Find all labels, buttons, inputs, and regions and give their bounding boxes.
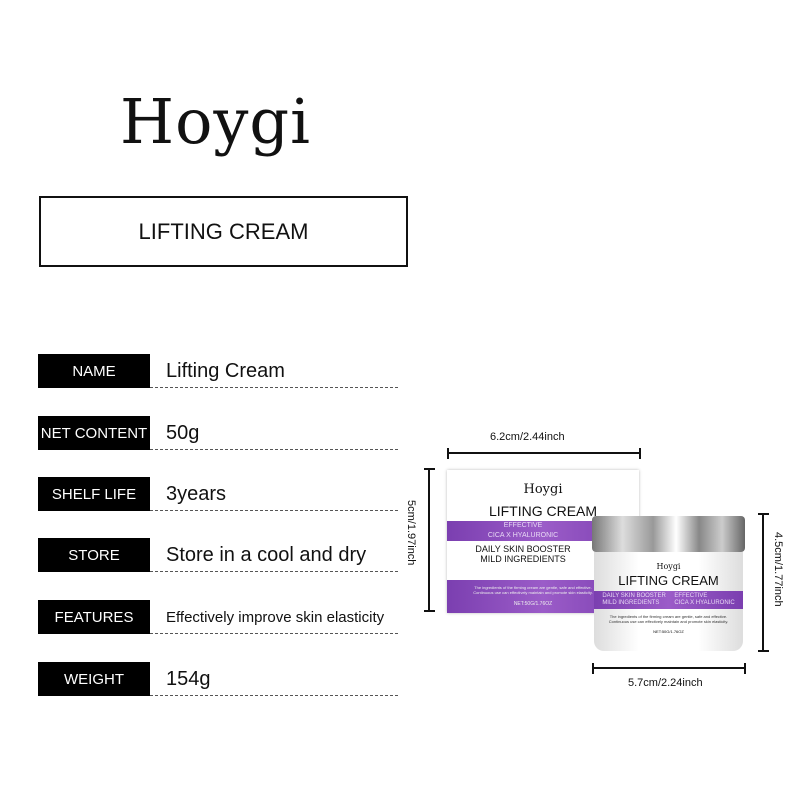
spec-value: Lifting Cream [166,359,285,382]
divider [150,387,398,388]
divider [150,449,398,450]
jar-height-label: 4.5cm/1.77inch [772,532,784,607]
box-mild: MILD INGREDIENTS [480,554,566,564]
box-booster: DAILY SKIN BOOSTER [475,544,571,554]
spec-row-shelf-life: SHELF LIFE 3years [38,477,398,513]
jar-mild: MILD INGREDIENTS [602,600,660,606]
box-effective: EFFECTIVE [503,522,543,529]
divider [150,510,398,511]
jar-width-line [592,663,746,674]
box-net: NET:50G/1.76OZ [513,601,553,607]
box-height-line [424,468,435,612]
spec-value: Store in a cool and dry [166,543,367,566]
jar-name: LIFTING CREAM [618,573,719,588]
product-title: LIFTING CREAM [39,196,408,267]
spec-label: NAME [38,354,150,388]
box-description: The ingredients of the firming cream are… [473,585,593,595]
spec-value: 154g [166,667,211,690]
divider [150,633,398,634]
spec-row-features: FEATURES Effectively improve skin elastic… [38,600,398,636]
jar-width-label: 5.7cm/2.24inch [628,677,703,689]
spec-row-net-content: NET CONTENT 50g [38,416,398,452]
jar-cica: CICA X HYALURONIC [674,600,735,606]
spec-row-name: NAME Lifting Cream [38,354,398,390]
divider [150,695,398,696]
jar-brand: Hoygi [656,562,681,571]
box-brand: Hoygi [523,482,563,497]
box-height-label: 5cm/1.97inch [405,500,417,566]
spec-label: SHELF LIFE [38,477,150,511]
box-width-line [447,448,641,459]
box-width-label: 6.2cm/2.44inch [490,431,565,443]
box-cica: CICA X HYALURONIC [487,532,559,539]
spec-label: FEATURES [38,600,150,634]
spec-value: Effectively improve skin elasticity [166,608,385,626]
spec-value: 3years [166,482,227,505]
spec-label: STORE [38,538,150,572]
jar-height-line [758,513,769,652]
box-name: LIFTING CREAM [488,503,598,519]
spec-row-store: STORE Store in a cool and dry [38,538,398,574]
jar-description: The ingredients of the firming cream are… [608,614,729,624]
spec-value: 50g [166,421,200,444]
jar-booster: DAILY SKIN BOOSTER [602,593,666,599]
spec-label: WEIGHT [38,662,150,696]
brand-logo: Hoygi [120,85,311,158]
spec-label: NET CONTENT [38,416,150,450]
spec-row-weight: WEIGHT 154g [38,662,398,698]
jar-lid [592,516,745,552]
jar-effective: EFFECTIVE [674,593,708,599]
jar-net: NET:50G/1.76OZ [653,629,684,634]
divider [150,571,398,572]
